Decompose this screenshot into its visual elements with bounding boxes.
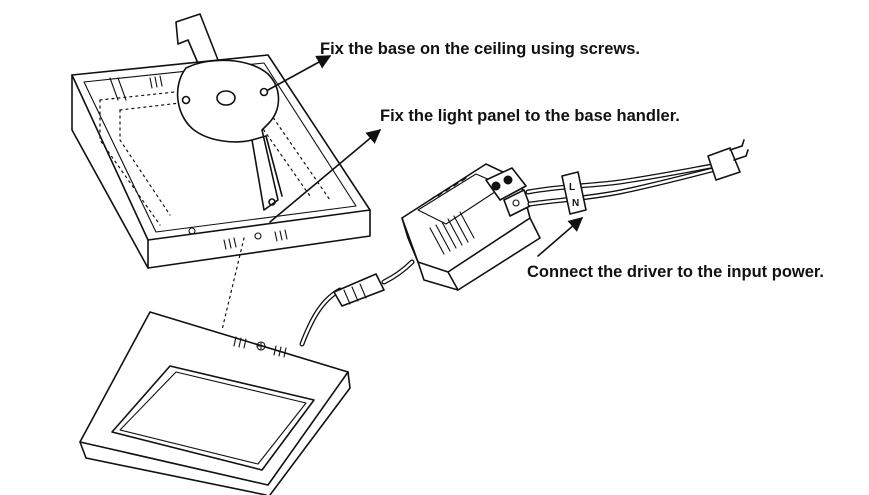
wire-tag-neutral: N: [572, 198, 579, 209]
arrow-step3: [537, 217, 584, 257]
callout-fix-panel: Fix the light panel to the base handler.: [380, 107, 680, 125]
callout-arrows: [267, 55, 584, 257]
power-plug: [707, 147, 741, 181]
arrow-step1: [267, 55, 332, 91]
wire-tag: [561, 171, 587, 215]
power-cord: L N: [525, 139, 749, 215]
panel-cable: [299, 259, 415, 347]
base-vent-slots: [149, 75, 288, 250]
callout-connect-driver: Connect the driver to the input power.: [527, 263, 825, 281]
light-panel: [79, 311, 351, 495]
led-driver: [401, 163, 541, 291]
mounting-bracket: [175, 13, 283, 211]
wire-tag-live: L: [569, 182, 575, 193]
arrow-step2: [269, 129, 382, 223]
callout-fix-base: Fix the base on the ceiling using screws…: [320, 40, 641, 58]
alignment-guide: [221, 237, 245, 331]
